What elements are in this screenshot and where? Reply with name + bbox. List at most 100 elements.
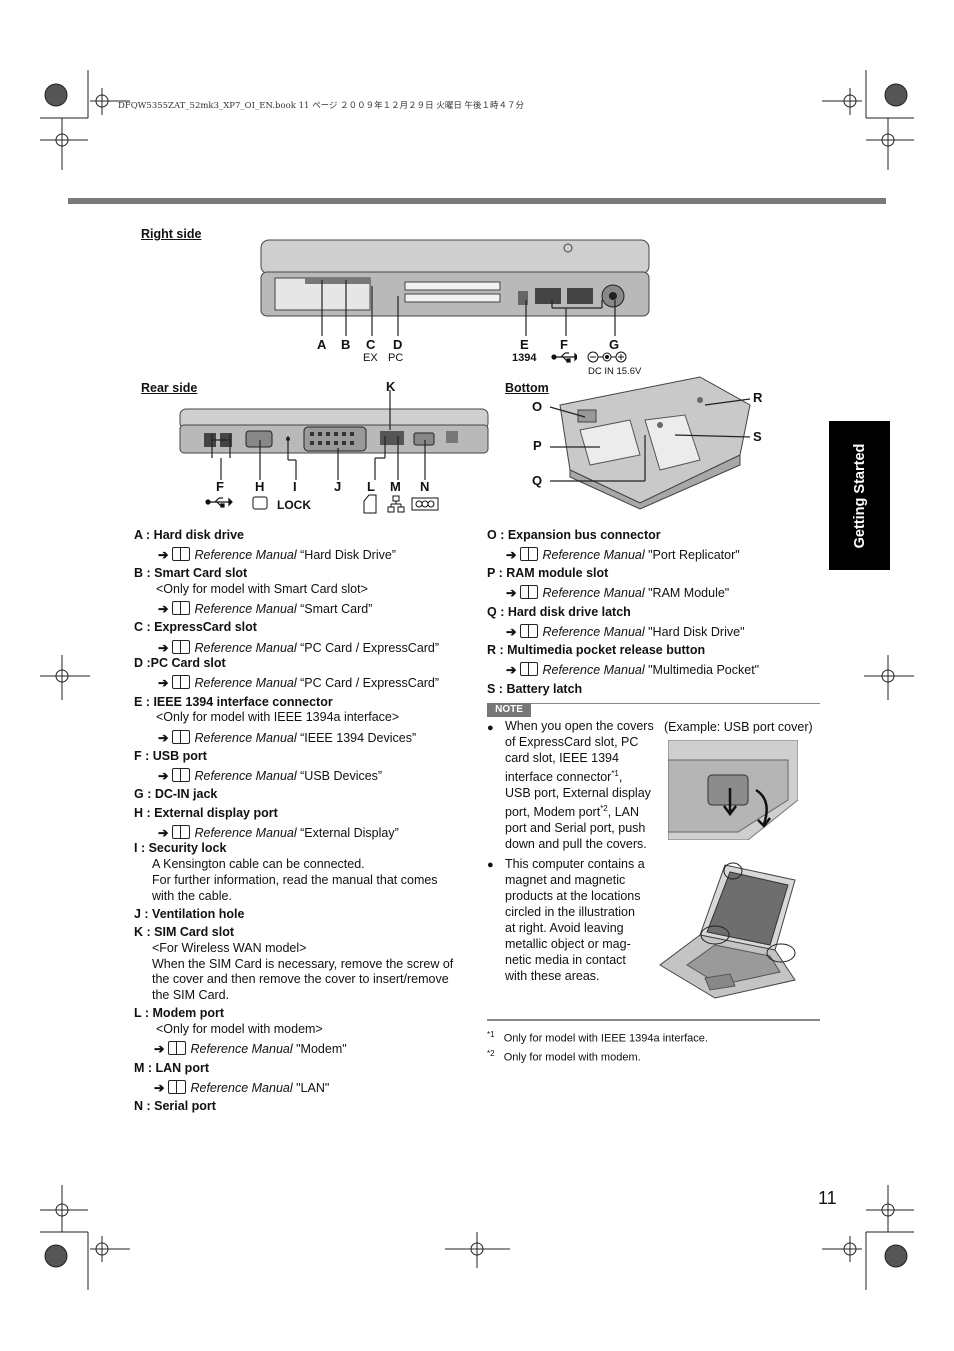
entry-b-text: <Only for model with Smart Card slot> xyxy=(156,582,368,596)
manual-icon xyxy=(172,547,191,561)
note-bottom-rule xyxy=(487,1019,820,1021)
entry-i-head: I : Security lock xyxy=(134,841,227,855)
label-h: H xyxy=(255,479,265,494)
entry-c-ref: ➔Reference Manual “PC Card / ExpressCard… xyxy=(158,640,440,655)
entry-i-text-3: with the cable. xyxy=(152,889,232,903)
label-b: B xyxy=(341,337,351,352)
manual-icon xyxy=(172,640,191,654)
usb-icon-rear xyxy=(205,497,233,508)
manual-icon xyxy=(520,624,539,638)
section-tab: Getting Started xyxy=(829,421,890,570)
bullet-dot-2: ● xyxy=(487,859,494,871)
label-c-sub: EX xyxy=(363,352,378,364)
entry-l-head: L : Modem port xyxy=(134,1006,225,1020)
entry-q-head: Q : Hard disk drive latch xyxy=(487,605,631,619)
label-o: O xyxy=(532,399,543,414)
manual-icon xyxy=(168,1041,187,1055)
page-number: 11 xyxy=(818,1188,837,1208)
label-e-sub: 1394 xyxy=(512,352,537,364)
right-side-title: Right side xyxy=(141,227,202,241)
modem-icon xyxy=(363,494,377,514)
note-bullet-1: When you open the covers of ExpressCard … xyxy=(505,719,654,852)
usb-icon xyxy=(551,352,577,363)
rear-side-illustration xyxy=(179,408,489,454)
manual-icon xyxy=(520,662,539,676)
entry-c-head: C : ExpressCard slot xyxy=(134,620,257,634)
note-bullet-2: This computer contains a magnet and magn… xyxy=(505,857,645,983)
entry-n-head: N : Serial port xyxy=(134,1099,216,1113)
label-f: F xyxy=(560,337,568,352)
entry-l-ref: ➔Reference Manual "Modem" xyxy=(154,1041,347,1056)
right-side-leaders xyxy=(321,280,616,336)
lock-label: LOCK xyxy=(277,498,311,512)
entry-j-head: J : Ventilation hole xyxy=(134,907,245,921)
manual-icon xyxy=(172,730,191,744)
entry-f-head: F : USB port xyxy=(134,749,207,763)
footnote-2: *2 Only for model with modem. xyxy=(487,1049,641,1064)
entry-e-head: E : IEEE 1394 interface connector xyxy=(134,695,333,709)
entry-r-head: R : Multimedia pocket release button xyxy=(487,643,706,657)
entry-a-ref: ➔Reference Manual “Hard Disk Drive” xyxy=(158,547,396,562)
label-d: D xyxy=(393,337,403,352)
label-q: Q xyxy=(532,473,543,488)
label-a: A xyxy=(317,337,327,352)
entry-e-ref: ➔Reference Manual “IEEE 1394 Devices” xyxy=(158,730,417,745)
entry-d-head: D :PC Card slot xyxy=(134,656,226,670)
bottom-leaders xyxy=(549,398,751,482)
header-bar xyxy=(68,198,886,204)
entry-h-ref: ➔Reference Manual “External Display” xyxy=(158,825,399,840)
label-c: C xyxy=(366,337,376,352)
label-j: J xyxy=(334,479,342,494)
manual-icon xyxy=(520,547,539,561)
entry-k-text-1: <For Wireless WAN model> xyxy=(152,941,307,955)
display-icon xyxy=(252,496,268,510)
note-top-rule xyxy=(487,703,820,704)
label-p: P xyxy=(533,438,542,453)
lan-icon xyxy=(387,495,405,513)
rear-side-leaders xyxy=(211,390,426,480)
entry-g-head: G : DC-IN jack xyxy=(134,787,218,801)
example-caption: (Example: USB port cover) xyxy=(664,720,813,734)
entry-h-head: H : External display port xyxy=(134,806,278,820)
entry-b-ref: ➔Reference Manual “Smart Card” xyxy=(158,601,373,616)
label-n: N xyxy=(420,479,430,494)
label-k: K xyxy=(386,379,396,394)
label-s: S xyxy=(753,429,762,444)
usb-cover-illustration xyxy=(668,740,798,840)
entry-p-ref: ➔Reference Manual "RAM Module" xyxy=(506,585,730,600)
label-l: L xyxy=(367,479,375,494)
label-f-rear: F xyxy=(216,479,224,494)
label-e: E xyxy=(520,337,529,352)
entry-r-ref: ➔Reference Manual "Multimedia Pocket" xyxy=(506,662,760,677)
entry-k-head: K : SIM Card slot xyxy=(134,925,235,939)
manual-icon xyxy=(168,1080,187,1094)
entry-q-ref: ➔Reference Manual "Hard Disk Drive" xyxy=(506,624,745,639)
label-g: G xyxy=(609,337,620,352)
manual-icon xyxy=(172,675,191,689)
rear-side-title: Rear side xyxy=(141,381,198,395)
entry-m-head: M : LAN port xyxy=(134,1061,209,1075)
label-d-sub: PC xyxy=(388,352,404,364)
entry-e-text: <Only for model with IEEE 1394a interfac… xyxy=(156,710,400,724)
dc-in-label: DC IN 15.6V xyxy=(588,366,642,377)
manual-icon xyxy=(172,601,191,615)
label-m: M xyxy=(390,479,401,494)
dc-polarity-icon xyxy=(587,351,627,363)
manual-icon xyxy=(520,585,539,599)
bottom-title: Bottom xyxy=(505,381,549,395)
label-r: R xyxy=(753,390,763,405)
entry-k-text-2: When the SIM Card is necessary, remove t… xyxy=(152,957,454,971)
footnote-1: *1 Only for model with IEEE 1394a interf… xyxy=(487,1030,708,1045)
file-header-line: DFQW5355ZAT_52mk3_XP7_OI_EN.book 11 ページ … xyxy=(118,101,525,111)
entry-p-head: P : RAM module slot xyxy=(487,566,609,580)
section-tab-label: Getting Started xyxy=(851,443,868,548)
serial-icon xyxy=(411,497,439,511)
manual-icon xyxy=(172,825,191,839)
entry-s-head: S : Battery latch xyxy=(487,682,583,696)
entry-o-head: O : Expansion bus connector xyxy=(487,528,661,542)
entry-m-ref: ➔Reference Manual "LAN" xyxy=(154,1080,330,1095)
note-badge: NOTE xyxy=(487,703,531,717)
entry-f-ref: ➔Reference Manual “USB Devices” xyxy=(158,768,383,783)
open-laptop-illustration xyxy=(659,862,796,999)
